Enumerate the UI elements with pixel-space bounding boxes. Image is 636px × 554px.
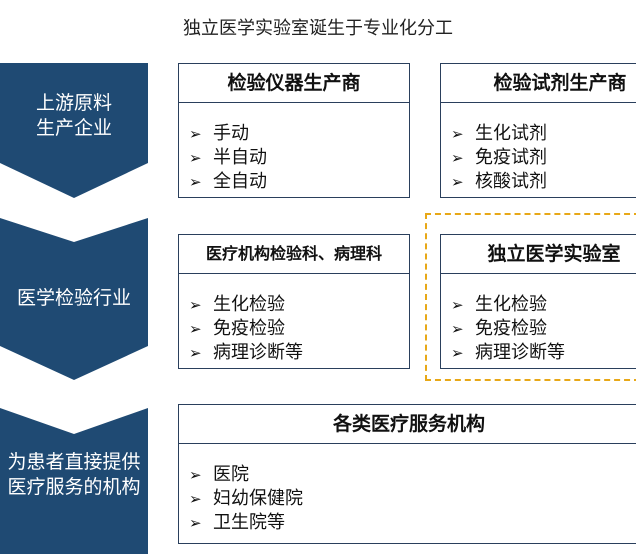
list-item: ➢ 免疫检验 (451, 317, 565, 341)
item-label: 病理诊断等 (475, 342, 565, 363)
item-list: ➢ 手动 ➢ 半自动 ➢ 全自动 (189, 122, 267, 194)
item-label: 卫生院等 (213, 512, 285, 533)
chevron-shape (0, 63, 148, 198)
box-hospital-lab-departments: 医疗机构检验科、病理科 ➢ 生化检验 ➢ 免疫检验 ➢ 病理诊断等 (178, 234, 410, 369)
list-item: ➢ 全自动 (189, 170, 267, 194)
arrow-bullet-icon: ➢ (189, 149, 202, 167)
item-label: 医院 (213, 464, 249, 485)
list-item: ➢ 免疫检验 (189, 317, 303, 341)
item-list: ➢ 医院 ➢ 妇幼保健院 ➢ 卫生院等 (189, 463, 303, 535)
item-label: 病理诊断等 (213, 342, 303, 363)
item-label: 全自动 (213, 171, 267, 192)
item-list: ➢ 生化试剂 ➢ 免疫试剂 ➢ 核酸试剂 (451, 122, 547, 194)
list-item: ➢ 卫生院等 (189, 511, 303, 535)
chevron-label-line: 上游原料 (35, 92, 112, 114)
list-item: ➢ 核酸试剂 (451, 170, 547, 194)
list-item: ➢ 病理诊断等 (451, 341, 565, 365)
item-label: 免疫试剂 (475, 147, 547, 168)
item-list: ➢ 生化检验 ➢ 免疫检验 ➢ 病理诊断等 (451, 293, 565, 365)
list-item: ➢ 妇幼保健院 (189, 487, 303, 511)
list-item: ➢ 病理诊断等 (189, 341, 303, 365)
box-instrument-makers: 检验仪器生产商 ➢ 手动 ➢ 半自动 ➢ 全自动 (178, 63, 410, 198)
arrow-bullet-icon: ➢ (189, 466, 202, 484)
list-item: ➢ 医院 (189, 463, 303, 487)
arrow-bullet-icon: ➢ (189, 296, 202, 314)
arrow-bullet-icon: ➢ (189, 125, 202, 143)
level-chevron-care-providers: 为患者直接提供 医疗服务的机构 (0, 408, 148, 554)
arrow-bullet-icon: ➢ (451, 296, 464, 314)
arrow-bullet-icon: ➢ (451, 125, 464, 143)
list-item: ➢ 生化检验 (451, 293, 565, 317)
item-label: 免疫检验 (475, 318, 547, 339)
list-item: ➢ 生化试剂 (451, 122, 547, 146)
chevron-label-line: 医疗服务的机构 (7, 476, 141, 498)
box-medical-service-institutions: 各类医疗服务机构 ➢ 医院 ➢ 妇幼保健院 ➢ 卫生院等 (178, 404, 636, 544)
arrow-bullet-icon: ➢ (451, 320, 464, 338)
arrow-bullet-icon: ➢ (451, 344, 464, 362)
arrow-bullet-icon: ➢ (451, 149, 464, 167)
arrow-bullet-icon: ➢ (189, 514, 202, 532)
chevron-label-line: 生产企业 (35, 117, 112, 139)
box-reagent-makers: 检验试剂生产商 ➢ 生化试剂 ➢ 免疫试剂 ➢ 核酸试剂 (440, 63, 636, 198)
box-title: 各类医疗服务机构 (179, 405, 636, 444)
arrow-bullet-icon: ➢ (451, 173, 464, 191)
box-independent-lab: 独立医学实验室 ➢ 生化检验 ➢ 免疫检验 ➢ 病理诊断等 (440, 234, 636, 369)
item-label: 妇幼保健院 (213, 488, 303, 509)
chevron-shape (0, 218, 148, 380)
list-item: ➢ 生化检验 (189, 293, 303, 317)
chevron-label-line: 为患者直接提供 (7, 451, 141, 473)
highlight-dashed-frame (425, 213, 636, 381)
arrow-bullet-icon: ➢ (189, 173, 202, 191)
item-label: 免疫检验 (213, 318, 285, 339)
box-title: 检验仪器生产商 (179, 64, 409, 103)
item-label: 核酸试剂 (475, 171, 547, 192)
level-chevron-upstream: 上游原料 生产企业 (0, 63, 148, 198)
item-label: 生化试剂 (475, 123, 547, 144)
item-label: 生化检验 (475, 294, 547, 315)
level-chevron-lab-industry: 医学检验行业 (0, 218, 148, 380)
arrow-bullet-icon: ➢ (189, 344, 202, 362)
arrow-bullet-icon: ➢ (189, 490, 202, 508)
item-list: ➢ 生化检验 ➢ 免疫检验 ➢ 病理诊断等 (189, 293, 303, 365)
item-label: 手动 (213, 123, 249, 144)
item-label: 半自动 (213, 147, 267, 168)
arrow-bullet-icon: ➢ (189, 320, 202, 338)
box-title: 检验试剂生产商 (441, 64, 636, 103)
list-item: ➢ 半自动 (189, 146, 267, 170)
item-label: 生化检验 (213, 294, 285, 315)
list-item: ➢ 手动 (189, 122, 267, 146)
chevron-shape (0, 408, 148, 554)
diagram-title: 独立医学实验室诞生于专业化分工 (183, 18, 453, 39)
chevron-label-line: 医学检验行业 (16, 287, 131, 309)
box-title: 医疗机构检验科、病理科 (179, 235, 409, 274)
list-item: ➢ 免疫试剂 (451, 146, 547, 170)
box-title: 独立医学实验室 (441, 235, 636, 274)
